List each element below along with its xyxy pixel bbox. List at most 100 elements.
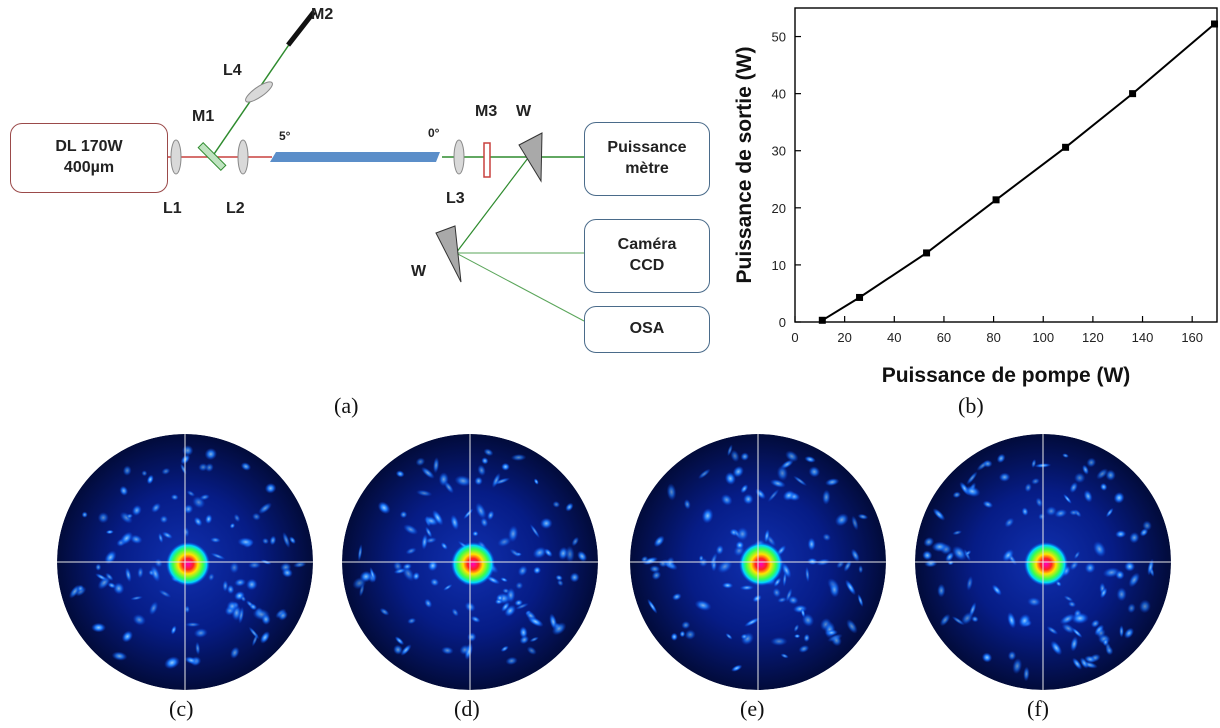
caption-a: (a) xyxy=(334,393,359,418)
speckle xyxy=(137,566,144,579)
speckle xyxy=(798,644,810,653)
beam-core xyxy=(451,542,495,586)
speckle xyxy=(732,465,744,478)
speckle xyxy=(991,584,1002,596)
speckle xyxy=(1063,493,1072,504)
speckle xyxy=(1067,600,1077,608)
speckle xyxy=(405,547,417,555)
speckle xyxy=(1061,623,1075,634)
speckle xyxy=(421,466,435,479)
speckle xyxy=(451,608,459,617)
speckle xyxy=(1002,548,1014,562)
camera-line2: CCD xyxy=(629,257,665,274)
speckle xyxy=(234,578,247,587)
speckle xyxy=(939,613,951,627)
speckle xyxy=(120,531,134,545)
speckle xyxy=(698,555,704,562)
speckle xyxy=(1092,540,1107,558)
speckle xyxy=(724,471,736,486)
speckle xyxy=(249,603,258,611)
speckle xyxy=(825,629,838,637)
speckle xyxy=(777,596,788,603)
speckle xyxy=(681,620,691,630)
speckle xyxy=(794,633,801,639)
speckle xyxy=(834,513,849,527)
speckle xyxy=(429,577,440,587)
speckle xyxy=(780,653,789,659)
speckle xyxy=(565,545,575,563)
speckle xyxy=(427,559,438,572)
speckle xyxy=(146,474,154,485)
speckle xyxy=(781,562,792,579)
plot-frame xyxy=(794,7,1218,323)
speckle xyxy=(184,656,198,665)
speckle xyxy=(507,525,519,543)
speckle xyxy=(111,651,128,661)
x-tick-label: 40 xyxy=(887,330,901,345)
speckle xyxy=(186,490,196,497)
speckle xyxy=(393,561,403,572)
lens-l1 xyxy=(170,139,182,175)
speckle xyxy=(130,595,144,601)
speckle xyxy=(415,457,426,467)
speckle xyxy=(1072,657,1083,670)
speckle xyxy=(782,490,795,501)
speckle xyxy=(640,555,649,563)
osa-box: OSA xyxy=(584,306,710,353)
speckle xyxy=(1070,636,1079,652)
speckle xyxy=(289,536,296,545)
speckle xyxy=(1046,626,1059,635)
caption-d: (d) xyxy=(454,696,480,721)
beam-profile-2 xyxy=(342,434,598,690)
speckle xyxy=(533,478,539,485)
caption-c: (c) xyxy=(169,696,194,721)
speckle xyxy=(776,465,789,482)
speckle xyxy=(124,567,132,583)
speckle xyxy=(126,513,134,519)
mirror-m1 xyxy=(197,142,227,171)
speckle xyxy=(1069,481,1078,494)
speckle xyxy=(399,510,408,519)
speckle xyxy=(807,537,816,551)
speckle xyxy=(113,582,125,595)
speckle xyxy=(393,644,403,655)
fiber xyxy=(270,152,440,162)
speckle xyxy=(709,552,718,567)
speckle xyxy=(1128,572,1140,588)
speckle xyxy=(772,587,781,598)
x-tick-label: 20 xyxy=(837,330,851,345)
y-axis-label: Puissance de sortie (W) xyxy=(733,47,756,284)
lens-l4 xyxy=(245,81,273,103)
speckle xyxy=(923,536,935,548)
speckle xyxy=(122,465,132,476)
speckle xyxy=(804,455,816,463)
speckle xyxy=(450,514,460,531)
speckle xyxy=(278,610,288,621)
speckle xyxy=(736,527,749,541)
speckle xyxy=(1127,603,1136,614)
speckle xyxy=(785,450,799,463)
speckle xyxy=(240,462,252,471)
speckle xyxy=(269,535,277,546)
speckle xyxy=(961,611,974,625)
speckle xyxy=(715,544,724,556)
speckle xyxy=(966,575,974,591)
speckle xyxy=(377,501,391,515)
speckle xyxy=(845,579,856,596)
speckle xyxy=(441,646,454,655)
series-line xyxy=(821,23,1216,322)
speckle xyxy=(97,512,109,524)
beam-core xyxy=(739,542,783,586)
speckle xyxy=(210,552,226,560)
osa-label: OSA xyxy=(629,320,665,338)
speckle xyxy=(474,476,483,486)
speckle xyxy=(403,524,419,535)
speckle xyxy=(1105,507,1114,518)
speckle xyxy=(148,601,159,616)
speckle xyxy=(670,632,678,641)
camera-box: Caméra CCD xyxy=(584,219,710,293)
speckle xyxy=(407,617,417,625)
speckle xyxy=(95,573,108,582)
power-meter-box: Puissance mètre xyxy=(584,122,710,196)
